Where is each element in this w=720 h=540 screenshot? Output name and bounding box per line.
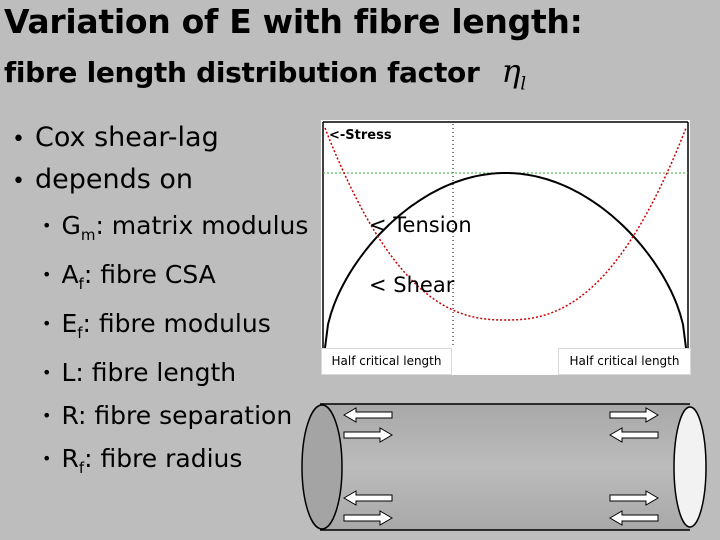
slide-title: Variation of E with fibre length: [4,2,583,41]
cylinder-body [320,404,690,530]
dependency-item: Af: fibre CSA [42,255,308,304]
arrow-right-icon [343,427,393,443]
tension-label: < Tension [369,213,472,237]
shear-curve [324,127,687,321]
cylinder-left-end [301,404,343,530]
shear-arrows [343,407,659,526]
arrow-left-icon [609,427,659,443]
arrow-left-icon [343,407,393,423]
bullet-cox-shear-lag: Cox shear-lag [12,118,219,160]
dependency-item: Ef: fibre modulus [42,304,308,353]
dependency-item: Rf: fibre radius [42,439,308,488]
arrow-right-icon [609,490,659,506]
arrow-left-icon [609,510,659,526]
main-bullet-list: Cox shear-lag depends on [12,118,219,202]
arrow-right-icon [609,407,659,423]
half-critical-length-left: Half critical length [321,348,452,375]
arrow-left-icon [343,490,393,506]
bullet-depends-on: depends on [12,160,219,202]
shear-label: < Shear [369,273,455,297]
dependency-item: Gm: matrix modulus [42,206,308,255]
stress-axis-label: <-Stress [329,128,392,143]
slide-subtitle: fibre length distribution factor ηl [4,52,526,94]
dependency-list: Gm: matrix modulus Af: fibre CSA Ef: fib… [42,206,308,488]
cylinder-right-end [673,406,707,528]
half-critical-length-right: Half critical length [558,348,691,375]
fibre-cylinder-diagram [301,403,707,531]
dependency-item: R: fibre separation [42,396,308,439]
subtitle-text: fibre length distribution factor [4,56,480,89]
arrow-right-icon [343,510,393,526]
dependency-item: L: fibre length [42,353,308,396]
eta-symbol: ηl [501,52,526,95]
stress-graph: <-Stress < Tension < Shear Half critical… [321,120,691,375]
tension-curve [324,172,687,349]
stress-curves [322,121,689,349]
